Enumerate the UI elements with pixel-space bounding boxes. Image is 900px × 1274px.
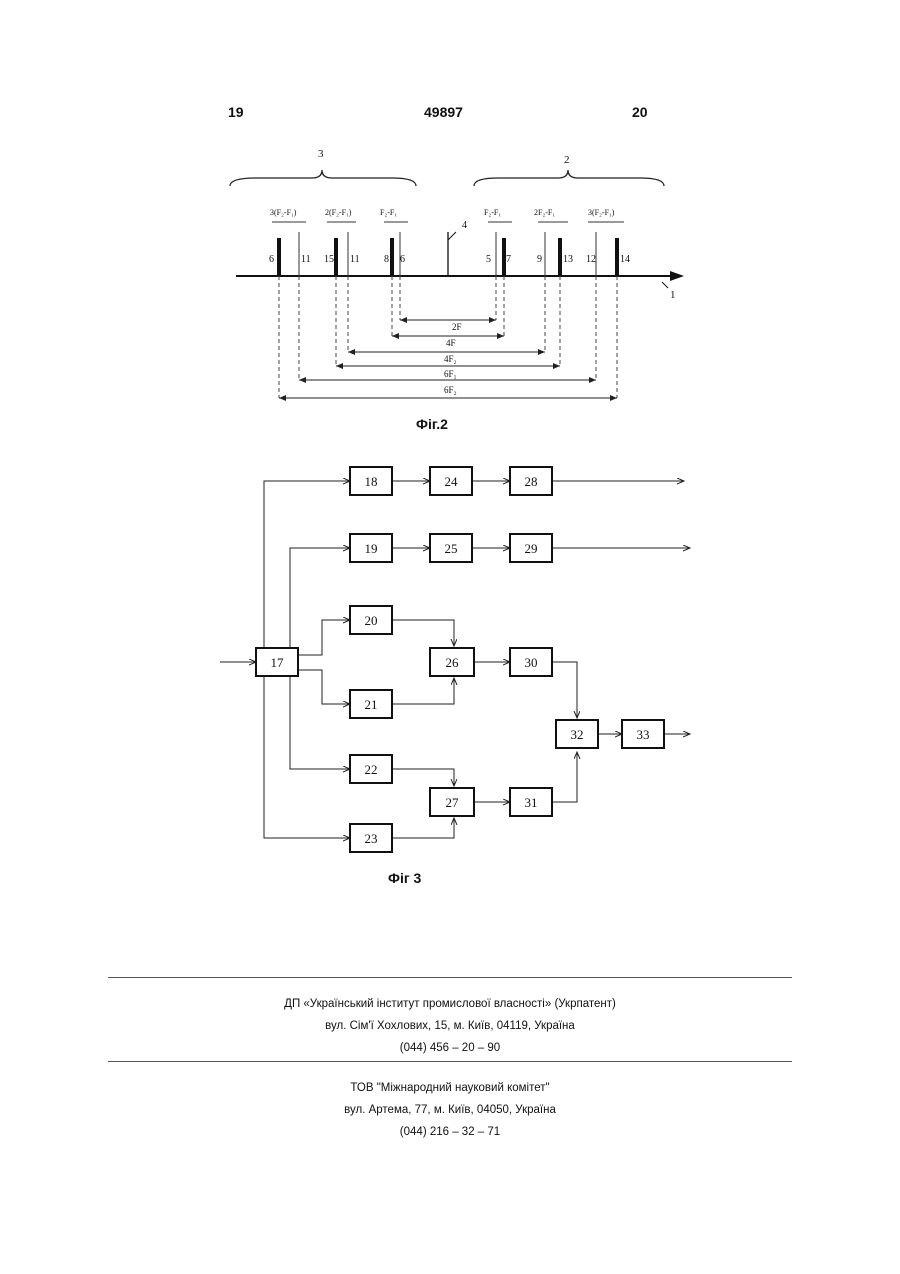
spacing-label: F₂-F₁ (484, 208, 501, 217)
block-label: 19 (365, 541, 378, 556)
block-label: 26 (446, 655, 460, 670)
publisher-phone: (044) 456 – 20 – 90 (108, 1037, 792, 1059)
block-label: 24 (445, 474, 459, 489)
block-label: 30 (525, 655, 538, 670)
line-number: 14 (620, 254, 630, 265)
figure-2-spectrum-diagram: 3 2 1 4 3(F₂-F₁) (0, 0, 900, 420)
block-label: 28 (525, 474, 538, 489)
block-label: 17 (271, 655, 285, 670)
line-number: 15 (324, 254, 334, 265)
publisher-address: вул. Сім'ї Хохлових, 15, м. Київ, 04119,… (108, 1015, 792, 1037)
printer-phone: (044) 216 – 32 – 71 (108, 1121, 792, 1143)
block-label: 18 (365, 474, 378, 489)
block-label: 25 (445, 541, 458, 556)
block-label: 23 (365, 831, 378, 846)
divider (108, 977, 792, 978)
block-label: 29 (525, 541, 538, 556)
line-number: 11 (350, 254, 360, 265)
publisher-block: ДП «Український інститут промислової вла… (108, 993, 792, 1059)
spacing-label: 2F₂-F₁ (534, 208, 555, 217)
brace-2 (474, 170, 664, 186)
printer-name: ТОВ "Міжнародний науковий комітет" (108, 1077, 792, 1099)
printer-block: ТОВ "Міжнародний науковий комітет" вул. … (108, 1077, 792, 1143)
axis-label: 1 (670, 289, 676, 301)
axis-arrow-icon (670, 271, 684, 281)
line-number: 12 (586, 254, 596, 265)
span-label: 6F₂ (444, 385, 457, 395)
line-number: 9 (537, 254, 542, 265)
line-number: 6 (400, 254, 405, 265)
brace-label-2: 2 (564, 154, 570, 166)
span-label: 6F₁ (444, 369, 457, 379)
printer-address: вул. Артема, 77, м. Київ, 04050, Україна (108, 1099, 792, 1121)
spacing-label: F₂-F₁ (380, 208, 397, 217)
spacing-label: 2(F₂-F₁) (325, 208, 352, 217)
line-number: 5 (486, 254, 491, 265)
span-label: 4F (446, 338, 456, 348)
line-number: 11 (301, 254, 311, 265)
block-label: 27 (446, 795, 460, 810)
spacing-label: 3(F₂-F₁) (588, 208, 615, 217)
span-label: 4F₂ (444, 354, 457, 364)
block-label: 32 (571, 727, 584, 742)
block-label: 33 (637, 727, 650, 742)
figure-2-caption: Фіг.2 (416, 416, 448, 432)
block-label: 20 (365, 613, 378, 628)
line-number: 6 (269, 254, 274, 265)
publisher-name: ДП «Український інститут промислової вла… (108, 993, 792, 1015)
block-label: 31 (525, 795, 538, 810)
brace-3 (230, 170, 416, 186)
block-label: 22 (365, 762, 378, 777)
line-number: 8 (384, 254, 389, 265)
center-marker-label: 4 (462, 220, 467, 231)
span-label: 2F (452, 322, 462, 332)
block-label: 21 (365, 697, 378, 712)
figure-3-block-diagram: 17 18 19 20 21 22 23 24 25 26 27 28 29 3… (0, 440, 900, 880)
figure-3-caption: Фіг 3 (388, 870, 421, 886)
line-number: 7 (506, 254, 511, 265)
spacing-label: 3(F₂-F₁) (270, 208, 297, 217)
brace-label-3: 3 (318, 148, 324, 160)
divider (108, 1061, 792, 1062)
line-number: 13 (563, 254, 573, 265)
